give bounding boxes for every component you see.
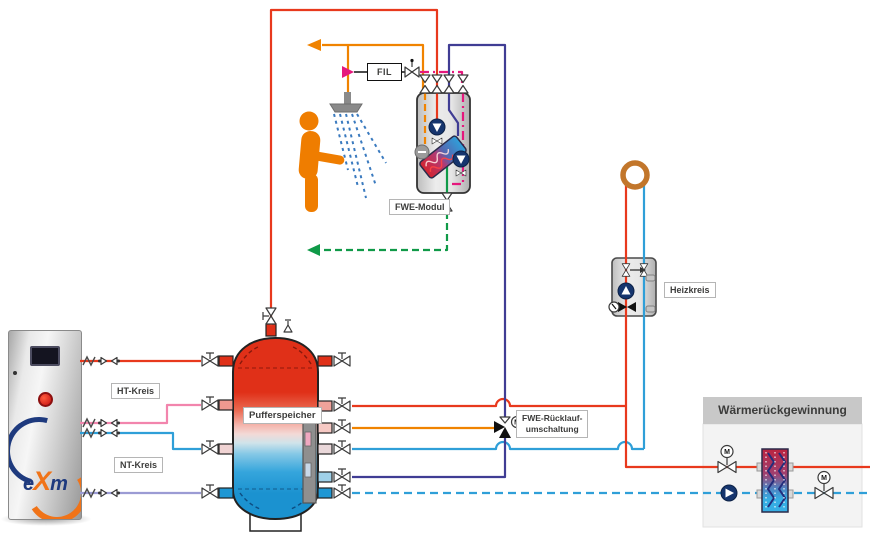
fwe-pump-secondary-icon bbox=[452, 150, 470, 168]
circulation-arrow-icon bbox=[307, 244, 320, 256]
tank-body bbox=[232, 336, 319, 521]
wrg-pump-icon bbox=[720, 484, 738, 502]
heizkreis-mixer-icon bbox=[608, 301, 636, 313]
fil-outlet-valve-icon bbox=[404, 58, 420, 78]
fwe-module-label: FWE-Modul bbox=[389, 199, 451, 215]
wrg-internals: M M bbox=[717, 444, 834, 513]
heizkreis-loop-icon bbox=[620, 160, 650, 190]
shower-head-icon bbox=[329, 92, 363, 113]
logo-letter-m: m bbox=[50, 473, 68, 495]
wrg-heat-exchanger-icon bbox=[756, 448, 794, 513]
pipe-nt-supply bbox=[80, 431, 201, 451]
boiler-unit: eXm bbox=[8, 330, 82, 520]
pipe-storage-riser bbox=[269, 8, 439, 326]
pipe-cold-water bbox=[420, 70, 464, 93]
air-vent-icon bbox=[283, 319, 293, 333]
logo-letter-e: e bbox=[23, 473, 34, 495]
warm-water-arrow-icon bbox=[307, 39, 321, 51]
shower-spray-icon bbox=[333, 113, 387, 199]
tank-stubs bbox=[218, 355, 333, 499]
heizkreis-module-internals bbox=[608, 263, 656, 313]
pipe-circulation bbox=[321, 212, 449, 252]
wrg-return-valve-icon: M bbox=[814, 470, 834, 500]
ht-kreis-label: HT-Kreis bbox=[111, 383, 161, 399]
storage-label: Pufferspeicher bbox=[243, 407, 322, 424]
svg-text:M: M bbox=[821, 475, 827, 482]
wrg-supply-valve-icon: M bbox=[717, 444, 737, 474]
boiler-fittings bbox=[82, 356, 121, 498]
shower-scene bbox=[298, 92, 387, 212]
pipe-storage-supply bbox=[352, 397, 626, 408]
person-icon bbox=[298, 111, 345, 212]
nt-kreis-label: NT-Kreis bbox=[114, 457, 164, 473]
fwe-heat-exchanger-icon bbox=[419, 135, 467, 179]
logo-letter-x: X bbox=[33, 466, 51, 496]
buffer-tank bbox=[218, 323, 333, 532]
boiler-display bbox=[30, 346, 60, 366]
pipe-ht-return bbox=[80, 403, 201, 425]
svg-text:M: M bbox=[724, 449, 730, 456]
fwe-module-internals bbox=[414, 93, 470, 212]
boiler-stop-button bbox=[38, 392, 53, 407]
pipe-heizkreis-return bbox=[352, 440, 644, 451]
heizkreis-pump-icon bbox=[617, 282, 635, 300]
pipe-fwe-return bbox=[352, 43, 507, 479]
boiler-screw bbox=[13, 371, 17, 375]
boiler-logo: eXm bbox=[9, 466, 81, 497]
fwe-switch-label: FWE-Rücklauf-umschaltung bbox=[516, 410, 589, 438]
cold-water-arrow-icon bbox=[342, 66, 354, 78]
fwe-pump-primary-icon bbox=[428, 118, 446, 136]
wrg-header: Wärmerückgewinnung bbox=[703, 397, 862, 424]
heizkreis-label: Heizkreis bbox=[664, 282, 716, 298]
tank-stratification-pipe bbox=[302, 417, 317, 504]
filter-label: FIL bbox=[367, 63, 402, 81]
riser-valve-icon bbox=[262, 307, 277, 325]
